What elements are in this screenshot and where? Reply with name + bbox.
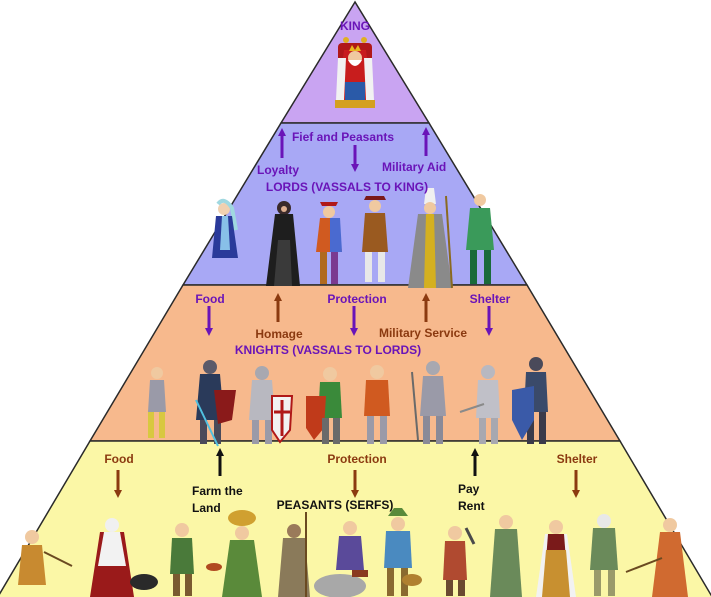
- homage-label: Homage: [255, 327, 303, 341]
- loyalty-label: Loyalty: [257, 163, 299, 177]
- king-title: KING: [340, 19, 370, 33]
- figure-knight-with-sword: [459, 365, 500, 444]
- figure-nobleman: [466, 194, 494, 284]
- figure-knight-with-cross-shield: [306, 367, 342, 444]
- peasants-protection-label: Protection: [327, 452, 386, 466]
- knights-shelter-label: Shelter: [470, 292, 511, 306]
- knights-protection-label: Protection: [327, 292, 386, 306]
- military-aid-label: Military Aid: [382, 160, 446, 174]
- farm-the-land-label-line2: Land: [192, 501, 221, 515]
- lords-figures: [212, 188, 494, 289]
- figure-farmer-with-hoe: [18, 530, 73, 585]
- figure-milkmaid: [536, 520, 576, 597]
- pay-rent-label-line2: Rent: [458, 499, 485, 513]
- figure-knight: [411, 361, 446, 444]
- peasants-shelter-label: Shelter: [557, 452, 598, 466]
- figure-woman-with-basket: [222, 510, 262, 597]
- figure-knight-with-shield: [249, 366, 294, 444]
- figure-merchant: [362, 196, 388, 282]
- figure-seated-peasant: [314, 521, 368, 597]
- figure-monk-with-staff: [278, 512, 310, 597]
- knights-food-label: Food: [195, 292, 224, 306]
- pay-rent-label-line1: Pay: [458, 482, 480, 496]
- king-figure: [335, 37, 375, 108]
- figure-knight-in-mail: [364, 365, 390, 444]
- figure-knight-with-kite-shield: [512, 357, 548, 444]
- figure-squire: [148, 367, 166, 438]
- fief-and-peasants-label: Fief and Peasants: [292, 130, 394, 144]
- figure-friar: [490, 515, 522, 597]
- figure-peasant-man: [590, 514, 618, 596]
- military-service-label: Military Service: [379, 326, 467, 340]
- figure-courtier: [316, 202, 342, 284]
- figure-old-woman-cooking: [90, 518, 158, 597]
- figure-peasant-with-basket: [384, 508, 422, 596]
- peasants-food-label: Food: [104, 452, 133, 466]
- knights-title: KNIGHTS (VASSALS TO LORDS): [235, 343, 421, 357]
- figure-bishop: [408, 188, 453, 289]
- peasants-title: PEASANTS (SERFS): [277, 498, 394, 512]
- peasants-figures: [18, 508, 688, 597]
- figure-blacksmith: [443, 526, 476, 596]
- knights-figures: [148, 357, 548, 447]
- figure-peasant-woman-spinning: [625, 518, 688, 597]
- figure-villager: [170, 523, 222, 596]
- figure-dark-knight: [195, 360, 236, 447]
- farm-the-land-label-line1: Farm the: [192, 484, 243, 498]
- figure-noble-lady: [212, 198, 238, 258]
- lords-title: LORDS (VASSALS TO KING): [266, 180, 428, 194]
- figure-monk: [266, 201, 300, 286]
